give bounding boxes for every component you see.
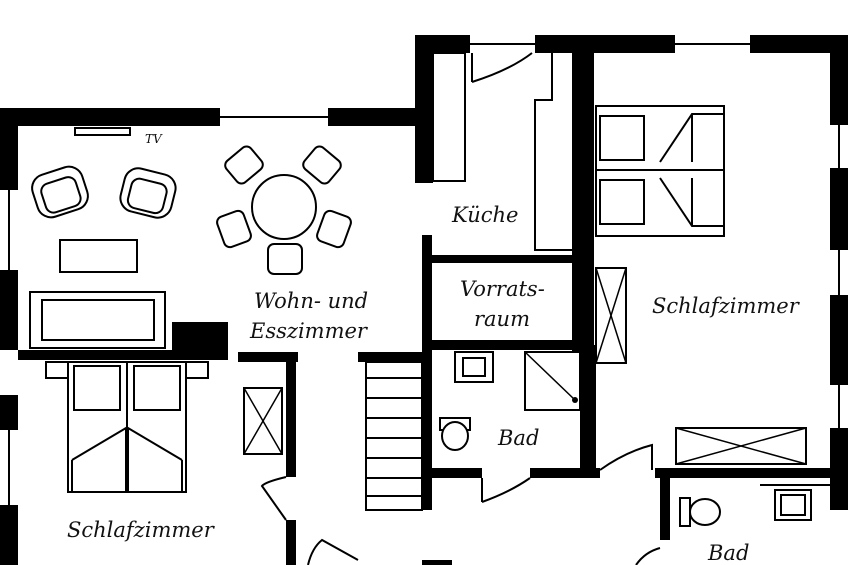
room-label-bath-center: Bad — [497, 426, 539, 450]
room-label-living-line2: Esszimmer — [249, 319, 369, 343]
sofa — [29, 291, 166, 349]
wardrobe-left — [243, 387, 283, 455]
walls — [0, 35, 848, 565]
double-bed-right — [595, 105, 725, 237]
wardrobe-right-horizontal — [675, 427, 807, 465]
wardrobe-right-vertical — [595, 267, 627, 364]
room-label-living-line1: Wohn- und — [254, 289, 368, 313]
armchair-right — [119, 167, 177, 219]
double-bed-left — [45, 361, 209, 493]
tv-unit: TV — [74, 127, 163, 146]
bath-center-fixtures — [439, 351, 581, 451]
door-swings — [260, 52, 661, 565]
kitchen-counters — [432, 52, 572, 251]
room-label-bedroom-left: Schlafzimmer — [67, 518, 216, 542]
room-label-bedroom-right: Schlafzimmer — [652, 294, 801, 318]
room-label-pantry-line2: raum — [474, 307, 530, 331]
room-label-pantry-line1: Vorrats- — [460, 277, 545, 301]
tv-label: TV — [145, 132, 163, 146]
room-labels: Wohn- und Esszimmer Küche Vorrats- raum … — [67, 203, 801, 565]
armchair-left — [31, 165, 89, 219]
window-lines — [8, 43, 840, 505]
stairs — [365, 361, 423, 511]
dining-table — [216, 145, 352, 275]
room-label-bath-right: Bad — [707, 541, 749, 565]
coffee-table — [59, 239, 138, 273]
bath-right-fixtures — [679, 484, 830, 527]
room-label-kitchen: Küche — [451, 203, 518, 227]
